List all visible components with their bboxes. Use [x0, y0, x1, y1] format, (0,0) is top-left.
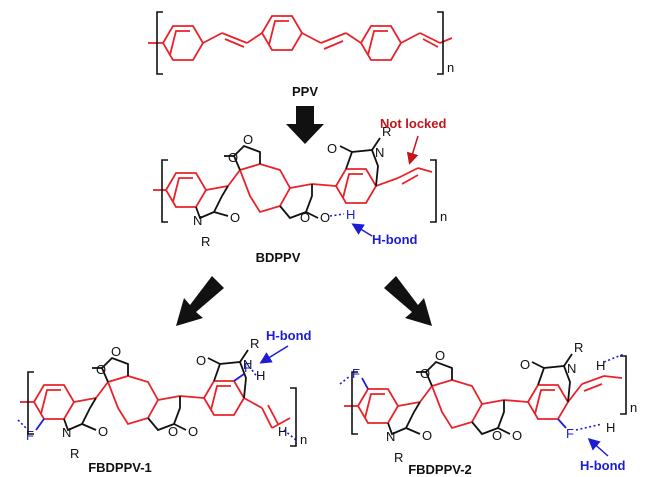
bdppv-hbond-arrow: [351, 223, 373, 237]
bdppv-oxygen-lactam-top: O: [327, 141, 337, 156]
fbdppv1-hbond-annotation: H-bond: [266, 328, 312, 343]
bdppv-oxygen-ring-top: O: [243, 132, 253, 147]
fbdppv2-r-group-top: R: [574, 340, 583, 355]
fbdppv2-repeat-subscript: n: [630, 400, 637, 415]
arrow-bdppv-to-fbdppv1: [176, 276, 224, 326]
bdppv-nitrogen-bottom: N: [193, 213, 202, 228]
bdppv-backbone: [153, 163, 433, 214]
bdppv-structure: O O O O O N R N R O H n BDPPV Not locked…: [153, 116, 447, 265]
fbdppv2-nitrogen-top: N: [567, 361, 576, 376]
fbdppv2-fluorine-top: F: [352, 366, 360, 381]
fbdppv1-backbone: [20, 375, 291, 429]
bdppv-nitrogen-top: N: [375, 145, 384, 160]
ppv-bracket-right: [437, 11, 444, 75]
fbdppv2-backbone: [344, 375, 623, 430]
fbdppv1-structure: O O O O O N R N R O F F H H n FBDPPV-1 H…: [17, 328, 312, 475]
fbdppv1-oxygen-carbonyl-bottom: O: [188, 424, 198, 439]
bdppv-hydrogen: H: [346, 207, 355, 222]
fbdppv2-oxygen-ring-bottom: O: [492, 428, 502, 443]
bdppv-r-group-top: R: [382, 124, 391, 139]
fbdppv1-label: FBDPPV-1: [88, 460, 152, 475]
bdppv-oxygen-carbonyl-top: O: [228, 150, 238, 165]
fbdppv2-oxygen-lactam-top: O: [520, 357, 530, 372]
not-locked-arrow: [406, 135, 419, 165]
fbdppv2-oxygen-carbonyl-top: O: [420, 366, 430, 381]
bdppv-lactam-rings: [195, 137, 381, 220]
bdppv-hbond-annotation: H-bond: [372, 232, 418, 247]
fbdppv1-hbond-arrow: [259, 345, 289, 364]
fbdppv2-hbond-annotation: H-bond: [580, 458, 626, 473]
fbdppv2-oxygen-ring-top: O: [435, 348, 445, 363]
arrow-ppv-to-bdppv: [286, 106, 324, 144]
fbdppv2-label: FBDPPV-2: [408, 462, 472, 477]
not-locked-annotation: Not locked: [380, 116, 447, 131]
fbdppv1-oxygen-ring-bottom: O: [168, 424, 178, 439]
fbdppv2-oxygen-carbonyl-bottom: O: [512, 428, 522, 443]
ppv-backbone: [148, 15, 453, 61]
bdppv-bracket-right: [430, 159, 437, 223]
fbdppv2-lactam-rings: [361, 353, 573, 436]
fbdppv2-oxygen-lactam-bottom: O: [422, 428, 432, 443]
fbdppv1-oxygen-lactam-top: O: [196, 353, 206, 368]
fbdppv1-fluorine-top: F: [244, 360, 252, 375]
fbdppv1-bracket-right: [290, 387, 297, 447]
fbdppv2-bracket-left: [351, 371, 358, 435]
fbdppv2-hbond-dots-left: [339, 375, 351, 385]
fbdppv1-oxygen-carbonyl-top: O: [96, 362, 106, 377]
fbdppv1-oxygen-lactam-bottom: O: [98, 424, 108, 439]
fbdppv2-nitrogen-bottom: N: [386, 429, 395, 444]
bdppv-r-group-bottom: R: [201, 234, 210, 249]
fbdppv1-fluorine-bottom: F: [26, 428, 34, 443]
fbdppv1-bracket-left: [27, 371, 34, 435]
fbdppv2-bracket-right: [620, 355, 627, 415]
fbdppv2-fluorine-bottom: F: [566, 426, 574, 441]
fbdppv1-oxygen-ring-top: O: [111, 344, 121, 359]
bdppv-oxygen-lactam-bottom: O: [230, 210, 240, 225]
bdppv-hbond-dots: [329, 213, 345, 217]
fbdppv2-hbond-dots: [575, 423, 603, 431]
bdppv-bracket-left: [161, 159, 168, 223]
fbdppv1-repeat-subscript: n: [300, 432, 307, 447]
arrow-bdppv-to-fbdppv2: [384, 276, 432, 326]
fbdppv2-hbond-arrow: [587, 438, 609, 457]
fbdppv1-hydrogen-top: H: [256, 368, 265, 383]
fbdppv1-r-group-bottom: R: [70, 446, 79, 461]
fbdppv2-r-group-bottom: R: [394, 450, 403, 465]
fbdppv2-structure: O O O O O N R N R O F F H H n FBDPPV-2 H…: [339, 340, 637, 477]
fbdppv1-nitrogen-top: N: [243, 357, 252, 372]
fbdppv1-lactam-rings: [35, 349, 249, 432]
fbdppv2-hbond-dots-top: [603, 353, 625, 363]
fbdppv1-r-group-top: R: [250, 336, 259, 351]
ppv-repeat-subscript: n: [447, 60, 454, 75]
fbdppv2-hydrogen-top: H: [596, 358, 605, 373]
bdppv-oxygen-ring-bottom: O: [300, 210, 310, 225]
bdppv-label: BDPPV: [256, 250, 301, 265]
fbdppv1-hbond-dots: [251, 369, 259, 379]
ppv-label: PPV: [292, 84, 318, 99]
ppv-bracket-left: [156, 11, 163, 75]
ppv-structure: n PPV: [148, 11, 454, 99]
bdppv-oxygen-carbonyl-bottom: O: [320, 210, 330, 225]
fbdppv2-hydrogen-bottom: H: [606, 420, 615, 435]
fbdppv1-nitrogen-bottom: N: [62, 425, 71, 440]
fbdppv1-hydrogen-bottom: H: [278, 424, 287, 439]
bdppv-repeat-subscript: n: [440, 209, 447, 224]
